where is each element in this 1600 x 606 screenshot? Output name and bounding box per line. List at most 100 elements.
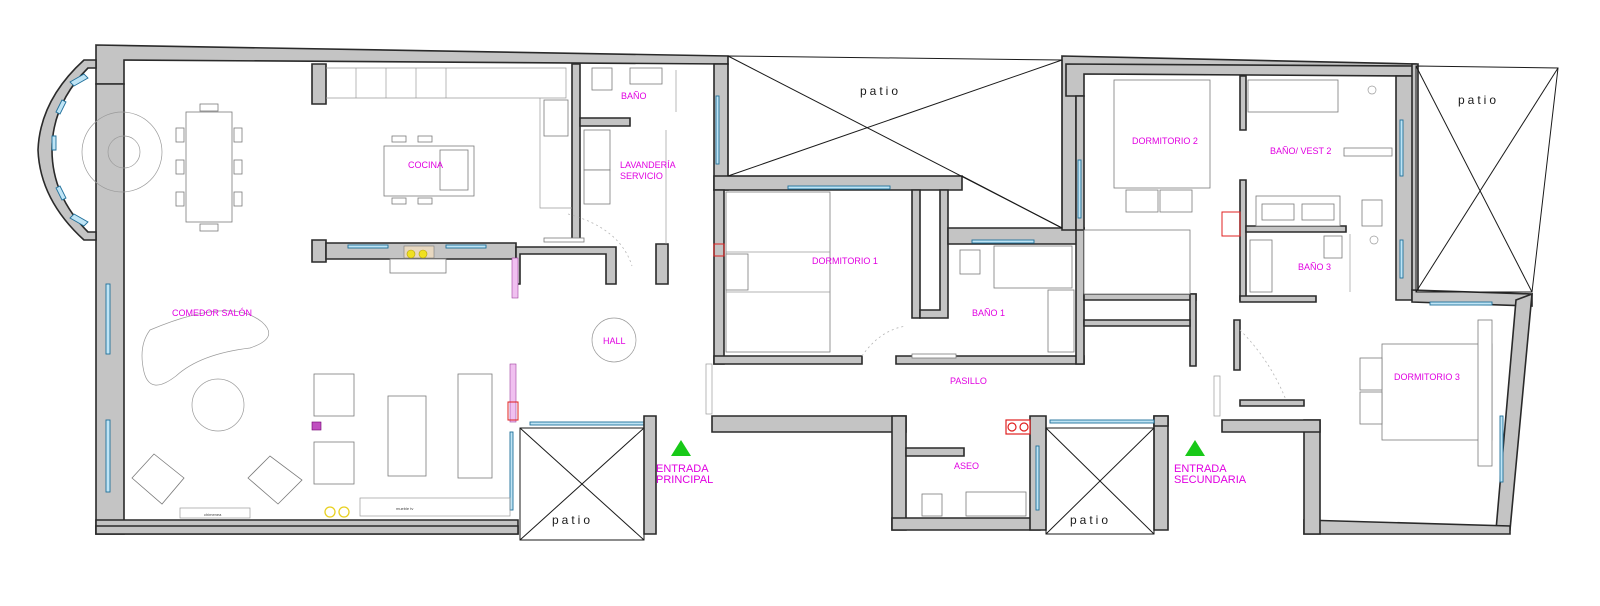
living-armchair-1	[313, 373, 355, 417]
living-sofa	[457, 373, 493, 479]
wall-bano1-right	[1075, 227, 1085, 365]
wall-hall-right-stub	[655, 243, 669, 285]
dining-chair-1	[175, 127, 185, 143]
label-comedor-salon: COMEDOR SALÓN	[172, 308, 252, 318]
bay-window-wall	[37, 59, 97, 241]
bath3-drain	[1369, 235, 1379, 245]
window-left-2	[105, 419, 111, 493]
wall-right-patio-corner	[1411, 63, 1419, 301]
label-dormitorio2: DORMITORIO 2	[1132, 136, 1198, 146]
living-speaker-1	[324, 506, 336, 518]
bay-window	[37, 59, 97, 241]
bath2-closet	[1247, 79, 1339, 113]
aseo-sink	[965, 491, 1027, 517]
wall-bath3-bottom	[1239, 295, 1317, 303]
wall-dorm1-left	[713, 189, 725, 365]
living-shelf-2	[359, 497, 511, 517]
room-labels: COCINA BAÑO LAVANDERÍA SERVICIO COMEDOR …	[172, 84, 1496, 527]
bano1-sink	[993, 245, 1073, 289]
wall-aseo-bottom	[891, 517, 1041, 531]
hall-riser	[507, 401, 519, 421]
wall-corridor-bottom-left	[711, 415, 907, 433]
aseo-fixture	[1005, 419, 1031, 435]
wall-right-corridor-left	[1233, 319, 1241, 371]
right-corridor-door-stub-1	[1213, 375, 1221, 417]
laundry-machine-1	[583, 129, 611, 171]
wall-bottom-left-outer	[95, 525, 519, 535]
entrada-secundaria-arrow	[1185, 440, 1205, 456]
window-bath3	[1399, 239, 1404, 279]
window-left-1	[105, 283, 111, 355]
kitchen-door-jamb	[511, 257, 519, 299]
label-bano: BAÑO	[621, 91, 647, 101]
window-bath2	[1399, 119, 1404, 177]
bay-window-glass-5	[69, 213, 89, 227]
bay-circle-outer	[81, 111, 163, 193]
living-armchair-2	[313, 441, 355, 485]
wall-dorm3-bottom	[1303, 519, 1511, 535]
label-bano3: BAÑO 3	[1298, 262, 1331, 272]
bay-window-glass-1	[69, 73, 89, 87]
kitchen-burner-1	[406, 249, 416, 259]
laundry-shelf	[543, 237, 585, 243]
label-entrada-secundaria-1: ENTRADA	[1174, 463, 1227, 475]
wall-bath-bottom	[579, 117, 631, 127]
living-lounge-chair-2	[247, 455, 303, 505]
riser-hall	[713, 243, 725, 257]
dining-chair-6	[233, 191, 243, 207]
hall-door-stub	[705, 363, 713, 415]
bano1-wc	[959, 249, 981, 275]
bath2-shower	[1343, 147, 1393, 157]
patio-center-top-diag-1	[727, 55, 1063, 229]
dining-table	[185, 111, 233, 223]
living-shelf-1	[179, 507, 251, 519]
wall-bath2-left	[1239, 75, 1247, 131]
window-bano1	[971, 239, 1035, 244]
window-kitchen-1	[347, 244, 389, 249]
wall-right-facade	[1495, 292, 1533, 531]
bay-table-round	[107, 135, 141, 169]
wall-hall-kitchen-return	[515, 246, 617, 285]
label-bano1: BAÑO 1	[972, 308, 1005, 318]
living-socket	[311, 421, 322, 431]
label-servicio: SERVICIO	[620, 171, 663, 181]
kitchen-low-cabinet	[389, 258, 447, 274]
patio-bottom-center-diag-2	[1045, 427, 1155, 535]
dorm2-closet	[1083, 229, 1191, 295]
label-aseo: ASEO	[954, 461, 979, 471]
living-coffee-table	[387, 395, 427, 477]
kitchen-stool-1	[391, 135, 407, 143]
wall-dorm1-bottom	[713, 355, 863, 365]
bath2-sink-1	[1261, 203, 1295, 221]
window-patio-left	[529, 421, 645, 426]
wall-kitchen-bottom	[311, 239, 327, 263]
hall-circle	[591, 317, 637, 363]
bano-service-sink	[629, 67, 663, 85]
wall-dorm2-closet-right	[1189, 293, 1197, 367]
kitchen-stool-4	[417, 197, 433, 205]
wall-dorm2-mid	[1083, 293, 1197, 301]
wall-aseo-left	[891, 415, 907, 531]
aseo-wc	[921, 493, 943, 517]
laundry-machine-2	[583, 169, 611, 205]
dining-chair-4	[233, 127, 243, 143]
bath2-drain	[1367, 85, 1377, 95]
wall-dorm3-closet-left	[1239, 399, 1305, 407]
label-entrada-principal-2: PRINCIPAL	[656, 474, 713, 486]
bay-window-glass-2	[55, 99, 67, 115]
dorm3-pillow-2	[1359, 391, 1383, 425]
kitchen-side-counter	[539, 98, 572, 209]
window-bath-top	[715, 95, 720, 165]
dorm2-pillow-2	[1159, 189, 1193, 213]
entries	[671, 440, 1205, 456]
window-patio-left-v	[509, 431, 514, 511]
wall-laundry-left	[571, 63, 581, 241]
wall-bath2-bottom	[1245, 225, 1347, 233]
living-shelf-1-tag: chimenea	[204, 512, 222, 517]
window-kitchen-2	[445, 244, 487, 249]
label-dormitorio1: DORMITORIO 1	[812, 256, 878, 266]
label-patio-bottom-left: patio	[552, 513, 593, 527]
window-dorm3-right	[1499, 415, 1504, 483]
wall-closet-divider	[1083, 319, 1191, 327]
